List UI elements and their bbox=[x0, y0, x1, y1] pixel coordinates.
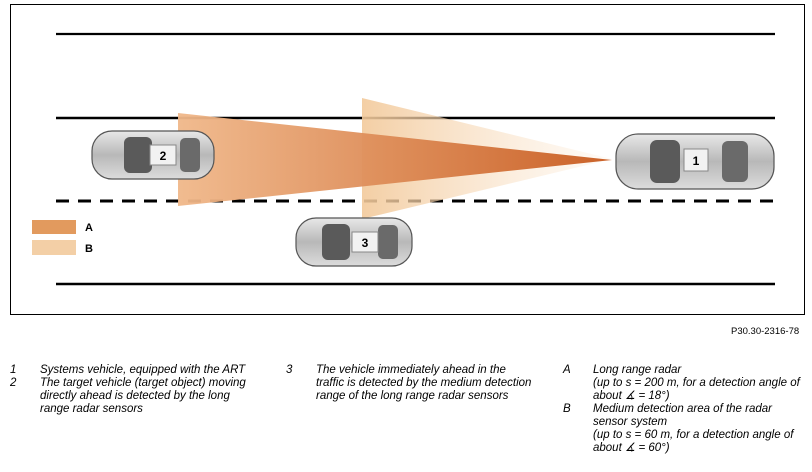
legend-text: The target vehicle (target object) movin… bbox=[40, 377, 246, 415]
legend-item-a: A Long range radar (up to s = 200 m, for… bbox=[563, 364, 803, 403]
legend-item-2: 2 The target vehicle (target object) mov… bbox=[10, 377, 250, 416]
legend-item-3: 3 The vehicle immediately ahead in the t… bbox=[286, 364, 536, 403]
legend-key: A bbox=[563, 364, 571, 376]
legend-text: Long range radar (up to s = 200 m, for a… bbox=[593, 364, 800, 402]
figure-reference: P30.30-2316-78 bbox=[731, 326, 800, 337]
car-3-label: 3 bbox=[362, 236, 369, 250]
legend-item-1: 1 Systems vehicle, equipped with the ART bbox=[10, 364, 250, 377]
legend-text: The vehicle immediately ahead in the tra… bbox=[316, 364, 532, 402]
car-1-label: 1 bbox=[693, 154, 700, 168]
swatch-b-medium-range bbox=[32, 240, 76, 255]
target-vehicle-2: 2 bbox=[91, 130, 215, 180]
swatch-b-label: B bbox=[85, 243, 93, 255]
legend-column-3: A Long range radar (up to s = 200 m, for… bbox=[563, 364, 803, 455]
legend-text: Systems vehicle, equipped with the ART bbox=[40, 364, 246, 376]
swatch-a-label: A bbox=[85, 222, 93, 234]
adjacent-vehicle-3: 3 bbox=[295, 217, 413, 267]
legend-key: 2 bbox=[10, 377, 17, 389]
legend-text: Medium detection area of the radar senso… bbox=[593, 403, 794, 454]
legend-column-1: 1 Systems vehicle, equipped with the ART… bbox=[10, 364, 250, 416]
car-2-label: 2 bbox=[160, 149, 167, 163]
long-range-radar-cone bbox=[178, 113, 612, 206]
legend-item-b: B Medium detection area of the radar sen… bbox=[563, 403, 803, 455]
legend-key: 3 bbox=[286, 364, 293, 376]
radar-detection-diagram: 2 3 1 A B bbox=[10, 4, 805, 315]
swatch-a-long-range bbox=[32, 220, 76, 234]
legend-key: 1 bbox=[10, 364, 17, 376]
legend-column-2: 3 The vehicle immediately ahead in the t… bbox=[286, 364, 536, 403]
systems-vehicle-1: 1 bbox=[615, 133, 775, 190]
legend-key: B bbox=[563, 403, 571, 415]
